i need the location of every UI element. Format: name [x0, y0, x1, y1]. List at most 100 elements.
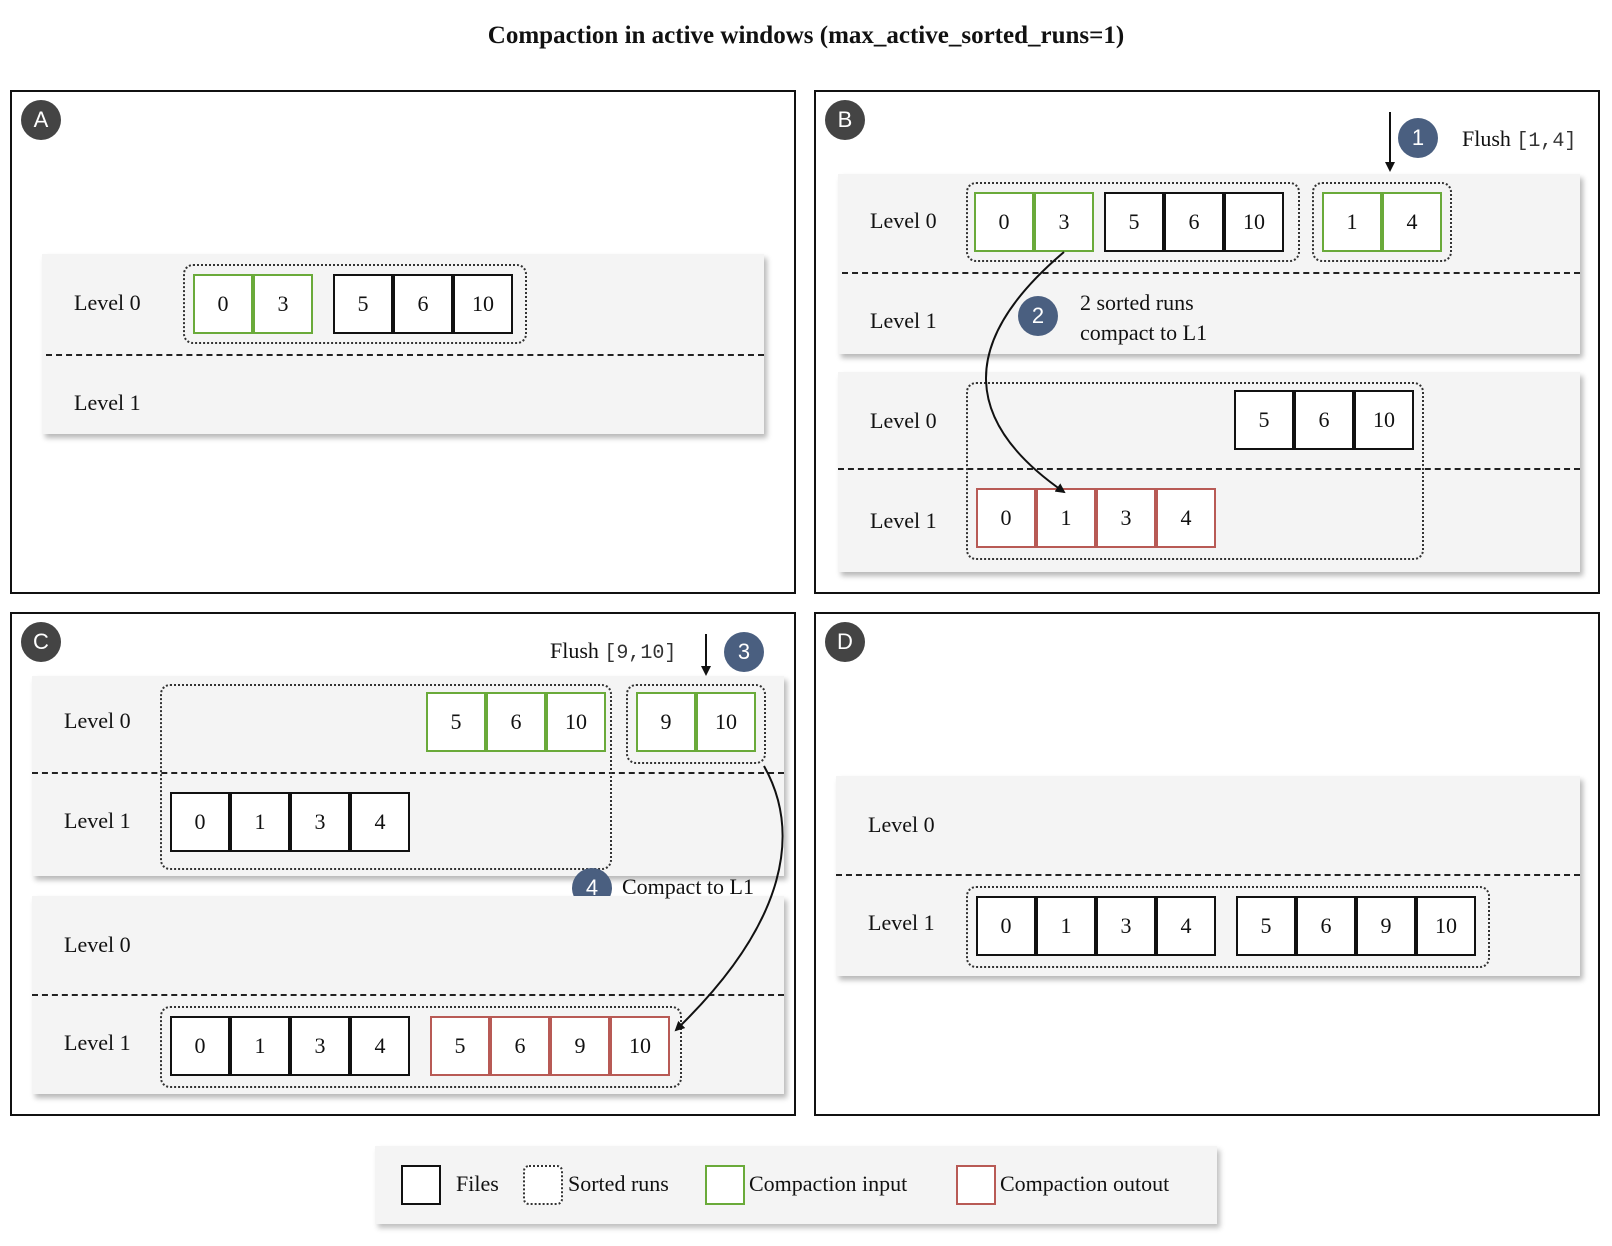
panel-c-bottom-level-box: Level 0 Level 1 0 1 3 4 5 6 9 10 — [32, 896, 784, 1094]
panel-a: A Level 0 Level 1 0 3 5 6 10 — [10, 90, 796, 594]
file-compaction-input: 6 — [486, 692, 546, 752]
level-1-label: Level 1 — [64, 1030, 131, 1055]
level-0-label: Level 0 — [870, 208, 937, 233]
step-2-badge: 2 — [1018, 296, 1058, 336]
legend-sorted-runs-label: Sorted runs — [568, 1171, 669, 1196]
panel-b: B 1 Flush [1,4] Level 0 Level 1 0 3 5 6 … — [814, 90, 1600, 594]
file: 1 — [1036, 896, 1096, 956]
level-1-label: Level 1 — [868, 910, 935, 935]
panel-d: D Level 0 Level 1 0 1 3 4 5 6 9 10 — [814, 612, 1600, 1116]
panel-c-badge: C — [21, 622, 61, 662]
level-0-label: Level 0 — [868, 812, 935, 837]
flush-word: Flush — [1462, 126, 1511, 151]
file: 6 — [1294, 390, 1354, 450]
panel-b-badge: B — [825, 100, 865, 140]
file: 0 — [170, 1016, 230, 1076]
legend-compaction-input-label: Compaction input — [749, 1171, 908, 1196]
level-separator — [838, 468, 1580, 470]
flush-range: [1,4] — [1516, 130, 1577, 153]
file-compaction-output: 10 — [610, 1016, 670, 1076]
sorted-run — [160, 684, 612, 870]
level-0-label: Level 0 — [74, 290, 141, 315]
file: 10 — [453, 274, 513, 334]
panel-a-level-box: Level 0 Level 1 0 3 5 6 10 — [42, 254, 764, 434]
flush-label: Flush [9,10] — [550, 638, 676, 665]
level-separator — [46, 354, 764, 356]
legend-files-swatch — [401, 1165, 441, 1205]
sorted-run — [966, 182, 1300, 262]
level-1-label: Level 1 — [64, 808, 131, 833]
flush-range: [9,10] — [604, 642, 677, 665]
file-compaction-output: 0 — [976, 488, 1036, 548]
file: 3 — [290, 792, 350, 852]
file: 6 — [1164, 192, 1224, 252]
file: 3 — [1096, 896, 1156, 956]
flush-word: Flush — [550, 638, 599, 663]
step-4-text: Compact to L1 — [622, 874, 754, 899]
file-compaction-output: 3 — [1096, 488, 1156, 548]
file: 0 — [170, 792, 230, 852]
panel-c: C Flush [9,10] 3 Level 0 Level 1 5 6 10 … — [10, 612, 796, 1116]
file-compaction-output: 9 — [550, 1016, 610, 1076]
file: 5 — [1104, 192, 1164, 252]
file: 1 — [230, 1016, 290, 1076]
sorted-run — [626, 684, 766, 764]
level-separator — [842, 272, 1580, 274]
level-separator — [32, 994, 784, 996]
sorted-run — [1312, 182, 1452, 262]
sorted-run — [160, 1006, 682, 1088]
legend-sorted-runs-swatch — [523, 1165, 563, 1205]
file-compaction-output: 1 — [1036, 488, 1096, 548]
panel-b-bottom-level-box: Level 0 Level 1 5 6 10 0 1 3 4 — [838, 372, 1580, 572]
panel-b-top-level-box: Level 0 Level 1 0 3 5 6 10 1 4 2 2 sorte… — [838, 174, 1580, 354]
panel-a-badge: A — [21, 100, 61, 140]
panel-c-top-level-box: Level 0 Level 1 5 6 10 9 10 0 1 3 4 — [32, 676, 784, 876]
file: 4 — [350, 792, 410, 852]
file-compaction-input: 3 — [1034, 192, 1094, 252]
level-0-label: Level 0 — [64, 932, 131, 957]
file: 6 — [393, 274, 453, 334]
step-3-badge: 3 — [724, 632, 764, 672]
step-2-text-line-2: compact to L1 — [1080, 320, 1208, 345]
file: 10 — [1224, 192, 1284, 252]
file-compaction-input: 0 — [974, 192, 1034, 252]
level-1-label: Level 1 — [870, 508, 937, 533]
flush-label: Flush [1,4] — [1462, 126, 1576, 153]
compact-arrow-b — [985, 251, 1066, 494]
legend: Files Sorted runs Compaction input Compa… — [375, 1146, 1217, 1224]
file: 6 — [1296, 896, 1356, 956]
file-compaction-input: 3 — [253, 274, 313, 334]
file-compaction-output: 4 — [1156, 488, 1216, 548]
legend-compaction-output-label: Compaction outout — [1000, 1171, 1170, 1196]
level-0-label: Level 0 — [64, 708, 131, 733]
file-compaction-input: 0 — [193, 274, 253, 334]
legend-compaction-input-swatch — [705, 1165, 745, 1205]
legend-files-label: Files — [456, 1171, 499, 1196]
panel-d-level-box: Level 0 Level 1 0 1 3 4 5 6 9 10 — [836, 776, 1580, 976]
step-2-text-line-1: 2 sorted runs — [1080, 290, 1194, 315]
level-0-label: Level 0 — [870, 408, 937, 433]
level-separator — [836, 874, 1580, 876]
file: 4 — [1156, 896, 1216, 956]
sorted-run — [966, 886, 1490, 968]
file-compaction-input: 10 — [546, 692, 606, 752]
compact-arrow-c — [674, 765, 784, 1032]
file: 5 — [333, 274, 393, 334]
file-compaction-input: 10 — [696, 692, 756, 752]
file-compaction-input: 1 — [1322, 192, 1382, 252]
file: 5 — [1236, 896, 1296, 956]
diagram-title: Compaction in active windows (max_active… — [487, 22, 1125, 49]
file: 5 — [1234, 390, 1294, 450]
file: 10 — [1354, 390, 1414, 450]
legend-compaction-output-swatch — [956, 1165, 996, 1205]
step-1-badge: 1 — [1398, 118, 1438, 158]
sorted-run — [183, 264, 527, 344]
file-compaction-output: 5 — [430, 1016, 490, 1076]
file: 0 — [976, 896, 1036, 956]
file: 1 — [230, 792, 290, 852]
file-compaction-input: 9 — [636, 692, 696, 752]
level-separator — [32, 772, 784, 774]
file: 10 — [1416, 896, 1476, 956]
file: 4 — [350, 1016, 410, 1076]
